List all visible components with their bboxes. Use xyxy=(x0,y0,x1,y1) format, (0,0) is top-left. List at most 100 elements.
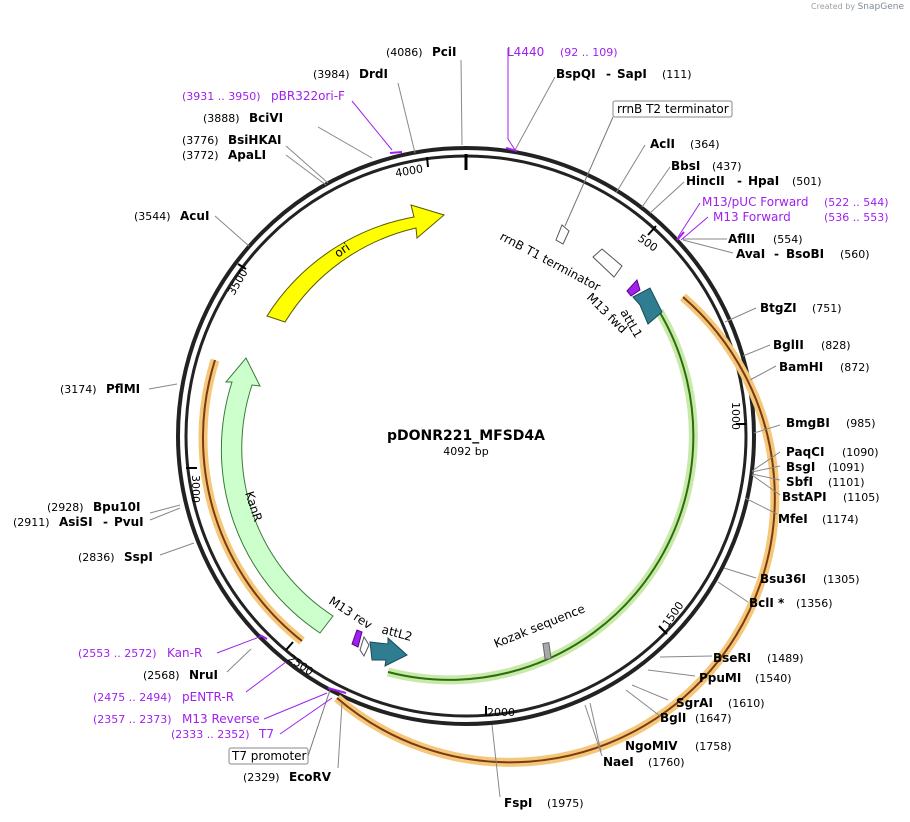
site-pflMI-pos: (3174) xyxy=(60,383,97,396)
site-bclI: BclI * xyxy=(749,596,785,610)
site-sspI-pos: (2836) xyxy=(78,551,115,564)
attL2-arrow xyxy=(369,636,408,667)
backbone-outer xyxy=(176,146,756,726)
rrnB-T2-box xyxy=(612,100,733,118)
site-bciVI-pos: (3888) xyxy=(203,112,240,125)
site-btgZI: BtgZI xyxy=(760,301,797,315)
site-drdI-pos: (3984) xyxy=(313,68,350,81)
site-pciI: PciI xyxy=(432,45,457,59)
site-avaI: AvaI xyxy=(736,247,765,261)
site-ppuMI: PpuMI xyxy=(699,671,741,685)
site-fspI-pos: (1975) xyxy=(547,797,584,810)
tick-4000: 4000 xyxy=(394,162,424,180)
site-bpu10I-pos: (2928) xyxy=(47,501,84,514)
site-bspQI: BspQI xyxy=(556,67,596,81)
site-bsiHKAI: BsiHKAI xyxy=(228,133,282,147)
attL1-arrow xyxy=(632,287,663,325)
tick-2500: 2500 xyxy=(285,652,315,679)
site-bmgBI-pos: (985) xyxy=(846,417,876,430)
kozak-feature xyxy=(542,642,552,660)
site-aflII: AflII xyxy=(728,232,755,246)
primer-kanr-range: (2553 .. 2572) xyxy=(78,647,157,660)
primer-pbr322-range: (3931 .. 3950) xyxy=(182,90,261,103)
site-naeI: NaeI xyxy=(603,755,634,769)
primer-l4440: L4440 xyxy=(507,45,544,59)
site-sgrAI: SgrAI xyxy=(676,696,713,710)
site-ecoRV: EcoRV xyxy=(289,770,332,784)
primer-t7-range: (2333 .. 2352) xyxy=(171,728,250,741)
attL2-label: attL2 xyxy=(380,622,414,644)
site-nruI-pos: (2568) xyxy=(143,669,180,682)
site-bsu36I: Bsu36I xyxy=(760,572,806,586)
site-drdI: DrdI xyxy=(359,67,388,81)
site-sspI: SspI xyxy=(124,550,153,564)
primer-pbr322: pBR322ori-F xyxy=(271,89,345,103)
site-bspQI-pos: (111) xyxy=(662,68,692,81)
site-hincII: HincII xyxy=(686,174,725,188)
site-bclI-pos: (1356) xyxy=(796,597,833,610)
site-sbfI: SbfI xyxy=(786,475,813,489)
site-sbfI-pos: (1101) xyxy=(828,476,865,489)
plasmid-length: 4092 bp xyxy=(443,445,488,458)
site-ngoMIV-pos: (1758) xyxy=(695,740,732,753)
tick-1000: 1000 xyxy=(729,402,742,430)
site-pflMI: PflMI xyxy=(106,382,140,396)
primer-m13fwd-range: (536 .. 553) xyxy=(824,211,889,224)
site-nruI: NruI xyxy=(189,668,218,682)
primer-m13fwd: M13 Forward xyxy=(713,210,791,224)
site-avaI-pos: (560) xyxy=(840,248,870,261)
site-bglII: BglII xyxy=(773,338,804,352)
plasmid-name: pDONR221_MFSD4A xyxy=(387,428,545,444)
site-aclI: AclI xyxy=(650,137,675,151)
site-mfeI: MfeI xyxy=(778,512,808,526)
primer-l4440-range: (92 .. 109) xyxy=(560,46,618,59)
site-bglI: BglI xyxy=(660,711,686,725)
site-bseRI-pos: (1489) xyxy=(767,652,804,665)
primer-m13rev-range: (2357 .. 2373) xyxy=(93,713,172,726)
site-aclI-pos: (364) xyxy=(690,138,720,151)
snapgene-logo: SnapGene xyxy=(857,2,904,12)
primer-m13puc: M13/pUC Forward xyxy=(702,195,809,209)
t7-promoter-label: T7 promoter xyxy=(231,749,307,763)
m13fwd-feature xyxy=(626,279,641,297)
site-bsu36I-pos: (1305) xyxy=(823,573,860,586)
rrnB-T2-arrow xyxy=(555,224,570,245)
site-mfeI-pos: (1174) xyxy=(822,513,859,526)
site-pvuI: PvuI xyxy=(114,515,144,529)
site-avaI-dash: - xyxy=(774,247,779,261)
primer-kanr: Kan-R xyxy=(167,646,202,660)
site-bsgI: BsgI xyxy=(786,460,815,474)
tick-2000: 2000 xyxy=(487,706,515,719)
rrnB-T1-label: rrnB T1 terminator xyxy=(498,229,603,294)
orf-band-right xyxy=(334,293,780,767)
site-bbsI: BbsI xyxy=(671,159,700,173)
site-hincII-pos: (501) xyxy=(792,175,822,188)
restriction-sites: (4086) PciI (3984) DrdI (3888) BciVI (37… xyxy=(13,45,880,810)
primer-pentr: pENTR-R xyxy=(182,690,234,704)
site-btgZI-pos: (751) xyxy=(812,302,842,315)
tick-3000: 3000 xyxy=(189,475,202,503)
credit-prefix: Created by xyxy=(811,2,856,11)
primer-leaders xyxy=(216,48,709,735)
site-bamHI: BamHI xyxy=(779,360,823,374)
site-acuI: AcuI xyxy=(180,209,209,223)
rrnB-T1-arrow xyxy=(592,248,623,278)
site-ppuMI-pos: (1540) xyxy=(755,672,792,685)
ruler xyxy=(186,156,746,716)
site-ecoRV-pos: (2329) xyxy=(243,771,280,784)
ori-arrow xyxy=(266,204,446,323)
tick-500: 500 xyxy=(635,232,660,255)
primer-t7: T7 xyxy=(258,727,274,741)
site-aflII-pos: (554) xyxy=(773,233,803,246)
site-leaders xyxy=(148,59,781,798)
site-fspI: FspI xyxy=(504,796,532,810)
primer-m13rev: M13 Reverse xyxy=(182,712,260,726)
site-bmgBI: BmgBI xyxy=(786,416,830,430)
m13rev-feature xyxy=(351,629,363,648)
kanR-arrow xyxy=(220,357,334,634)
site-apaLI-pos: (3772) xyxy=(182,149,219,162)
site-pciI-pos: (4086) xyxy=(386,46,423,59)
primers: L4440 (92 .. 109) (3931 .. 3950) pBR322o… xyxy=(78,45,889,741)
site-sapI: SapI xyxy=(617,67,647,81)
